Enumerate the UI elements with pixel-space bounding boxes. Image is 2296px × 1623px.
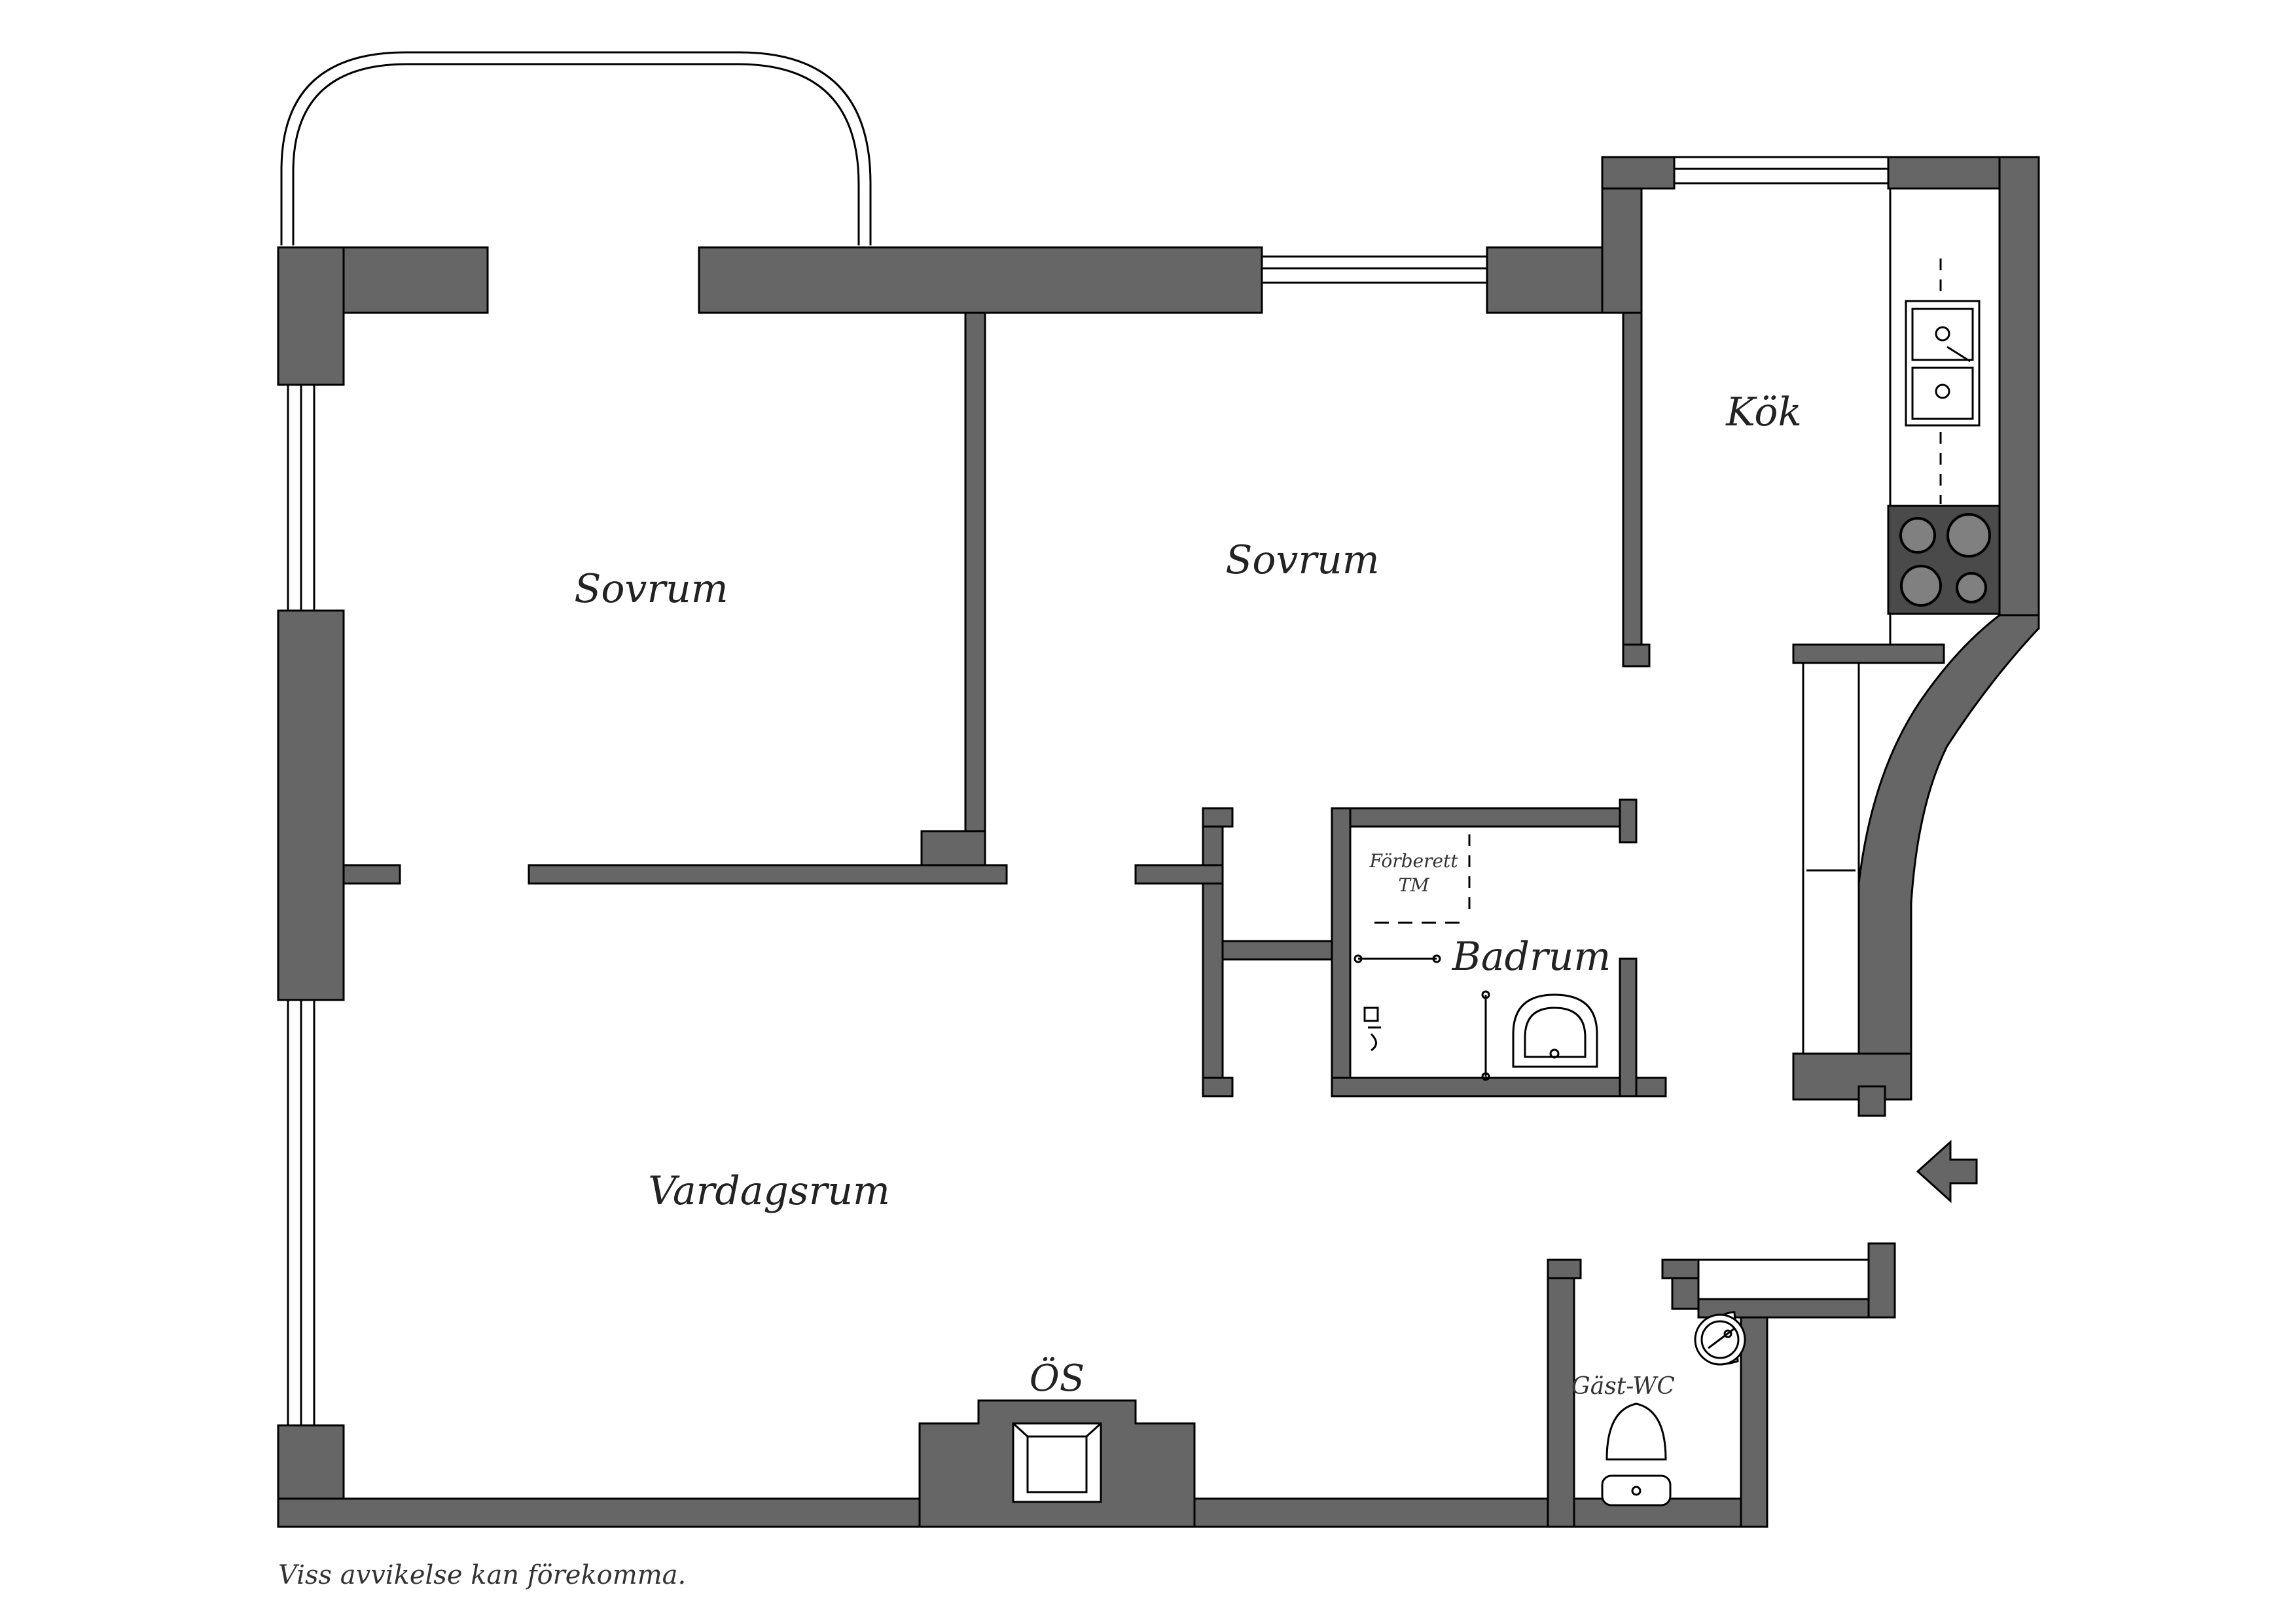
room-label-os: ÖS <box>1030 1357 1085 1400</box>
wall-wc-right <box>1740 1308 1768 1528</box>
window-wc <box>1697 1258 1870 1300</box>
room-label-sovrum-1: Sovrum <box>574 566 728 612</box>
wall-closet-mid <box>1221 940 1352 961</box>
room-label-badrum: Badrum <box>1452 934 1611 980</box>
burner <box>1900 565 1942 607</box>
window-top-sovrum <box>1261 255 1488 284</box>
wall-badrum-top <box>1331 807 1638 828</box>
window-east <box>1802 660 1860 1088</box>
burner <box>1899 517 1936 554</box>
wall-curved-east <box>1857 614 2040 1101</box>
wall-entry-right <box>1867 1242 1896 1319</box>
balcony-inner <box>292 63 860 245</box>
wall-kitchen-right <box>1998 156 2040 630</box>
wall-east-ledge <box>1792 643 1945 664</box>
wall-closet-cap-bottom <box>1202 1077 1234 1097</box>
footer-disclaimer: Viss avvikelse kan förekomma. <box>278 1560 686 1590</box>
wall-left-stub <box>342 864 401 885</box>
wall-east-stub <box>1857 1085 1886 1117</box>
badrum-tap <box>1363 1007 1381 1052</box>
window-kitchen <box>1673 156 1890 185</box>
wall-kitchen-divider <box>1622 312 1643 668</box>
room-label-sovrum-2: Sovrum <box>1225 537 1379 583</box>
wall-badrum-right <box>1619 957 1638 1097</box>
wall-kitchen-top-left <box>1601 156 1676 190</box>
wall-bottom-right <box>1131 1497 1768 1528</box>
wall-bottom-left <box>277 1497 924 1528</box>
wall-badrum-left <box>1331 807 1352 1097</box>
burner <box>1956 572 1987 603</box>
burner <box>1946 513 1991 558</box>
wall-kitchen-divider-cap <box>1622 643 1651 668</box>
wall-closet-arm <box>1134 864 1224 885</box>
wall-badrum-bottom <box>1331 1077 1667 1097</box>
entrance-arrow <box>1916 1139 1978 1204</box>
wall-wc-left-cap <box>1547 1258 1582 1279</box>
wall-wc-top-cap <box>1661 1258 1700 1279</box>
wall-top-right <box>1486 246 1619 314</box>
annotation-tm: TM <box>1398 874 1430 896</box>
wall-wc-left <box>1547 1258 1575 1528</box>
wc-toilet <box>1605 1402 1667 1461</box>
wall-east-lower <box>1792 1052 1912 1101</box>
wall-top-mid <box>698 246 1263 314</box>
wall-closet-cap-top <box>1202 807 1234 828</box>
room-label-kok: Kök <box>1725 389 1802 435</box>
room-label-vardagsrum: Vardagsrum <box>648 1168 890 1214</box>
wall-closet-left <box>1202 807 1224 1097</box>
balcony <box>280 51 872 245</box>
room-label-gast-wc: Gäst-WC <box>1571 1373 1675 1400</box>
wall-badrum-top-cap <box>1619 798 1638 844</box>
annotation-forberett: Förberett <box>1369 850 1458 872</box>
wall-left-top <box>277 246 345 386</box>
wall-left-mid <box>277 609 345 1001</box>
wall-sovrum1-bottom <box>528 864 1008 885</box>
wall-sovrum1-right <box>964 312 986 883</box>
